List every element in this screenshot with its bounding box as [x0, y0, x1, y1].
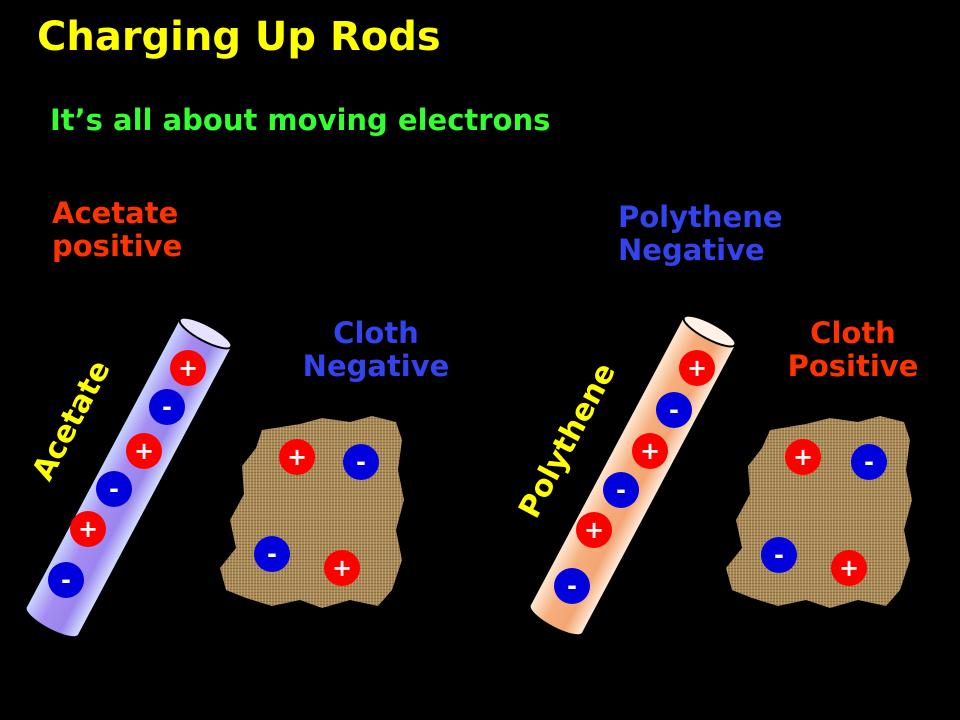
acetate-rod-charge-sign: + — [178, 354, 198, 382]
cloth-right-charge-sign: - — [864, 448, 874, 476]
acetate-rod-charge-sign: + — [78, 515, 98, 543]
acetate-charge-label: Acetate positive — [52, 196, 183, 264]
cloth-negative-label: Cloth Negative — [296, 316, 456, 384]
acetate-rod-charge: - — [149, 389, 185, 425]
cloth-right-charge-sign: + — [793, 443, 813, 471]
acetate-rod-charge-sign: + — [134, 437, 154, 465]
polythene-rod-charge-sign: + — [640, 437, 660, 465]
cloth-left-charge-circle — [343, 444, 379, 480]
polythene-label-line2: Negative — [618, 233, 765, 268]
cloth1-label-line2: Negative — [302, 349, 450, 384]
cloth-right — [726, 416, 912, 608]
polythene-rod-charge-circle — [603, 472, 639, 508]
polythene-label-line1: Polythene — [618, 200, 783, 234]
cloth-right-charge-sign: + — [839, 554, 859, 582]
cloth-left-charge-sign: - — [267, 540, 277, 568]
polythene-rod-charge-circle — [656, 392, 692, 428]
cloth-right-charge-circle — [761, 537, 797, 573]
cloth-right-charge-circle — [831, 550, 867, 586]
cloth-left-charge: - — [254, 536, 290, 572]
cloth-right-charge: + — [831, 550, 867, 586]
acetate-rod-charge: - — [96, 471, 132, 507]
acetate-rod-charge-circle — [48, 562, 84, 598]
polythene-rod-charge-sign: - — [669, 396, 679, 424]
polythene-rod-charge-circle — [576, 512, 612, 548]
cloth-left-charge-circle — [279, 439, 315, 475]
acetate-label-line1: Acetate — [52, 196, 179, 230]
polythene-rod-charge: + — [576, 512, 612, 548]
cloth-left-charge: - — [343, 444, 379, 480]
acetate-rod-charge: + — [70, 511, 106, 547]
polythene-rod-charge-sign: - — [616, 476, 626, 504]
acetate-rod-charge-sign: - — [162, 393, 172, 421]
cloth-right-charge: - — [851, 444, 887, 480]
acetate-rod-charge-circle — [96, 471, 132, 507]
polythene-rod-charge: - — [603, 472, 639, 508]
polythene-rod-charge-circle — [554, 568, 590, 604]
acetate-label-line2: positive — [52, 229, 183, 264]
acetate-rod-charge: + — [126, 433, 162, 469]
cloth-left — [220, 416, 404, 608]
cloth2-label-line1: Cloth — [810, 316, 896, 350]
polythene-rod-charge: + — [679, 350, 715, 386]
cloth-right-charge: - — [761, 537, 797, 573]
acetate-rod-charge-circle — [170, 350, 206, 386]
charges-layer: +-+-+-+-+-+-+--++--+ — [48, 350, 887, 604]
page-subtitle: It’s all about moving electrons — [50, 103, 551, 137]
cloth-left-charge-sign: - — [356, 448, 366, 476]
cloth-left-charge-sign: + — [287, 443, 307, 471]
polythene-rod-charge: - — [554, 568, 590, 604]
polythene-rod-charge-sign: - — [567, 572, 577, 600]
cloth-positive-label: Cloth Positive — [784, 316, 922, 384]
acetate-rod-charge: + — [170, 350, 206, 386]
cloth-right-charge-sign: - — [774, 541, 784, 569]
polythene-rod-charge-sign: + — [687, 354, 707, 382]
polythene-rod-charge-circle — [632, 433, 668, 469]
polythene-rod-charge-sign: + — [584, 516, 604, 544]
cloth-left-charge: + — [324, 550, 360, 586]
cloth1-label-line1: Cloth — [333, 316, 419, 350]
polythene-rod-charge: + — [632, 433, 668, 469]
cloth-left-charge-circle — [324, 550, 360, 586]
polythene-rod-charge: - — [656, 392, 692, 428]
acetate-rod-charge-sign: - — [109, 475, 119, 503]
cloth-left-charge-circle — [254, 536, 290, 572]
cloth2-label-line2: Positive — [787, 349, 919, 384]
acetate-rod-charge-circle — [70, 511, 106, 547]
cloth-right-charge-circle — [785, 439, 821, 475]
cloth-left-charge: + — [279, 439, 315, 475]
acetate-rod-charge: - — [48, 562, 84, 598]
polythene-charge-label: Polythene Negative — [618, 200, 783, 268]
polythene-rod-charge-circle — [679, 350, 715, 386]
acetate-rod-charge-circle — [149, 389, 185, 425]
acetate-rod-charge-circle — [126, 433, 162, 469]
cloth-right-charge-circle — [851, 444, 887, 480]
page-title: Charging Up Rods — [37, 14, 441, 60]
cloth-right-charge: + — [785, 439, 821, 475]
cloth-left-charge-sign: + — [332, 554, 352, 582]
acetate-rod-charge-sign: - — [61, 566, 71, 594]
